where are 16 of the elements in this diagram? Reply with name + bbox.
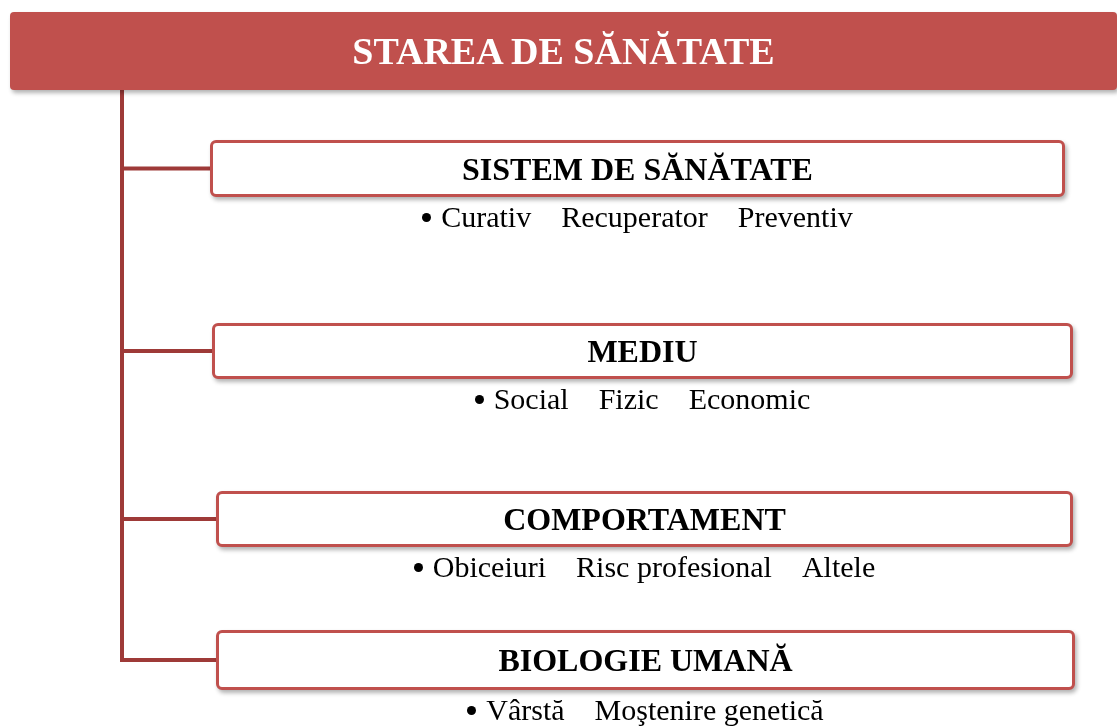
subcategory-label: Social: [493, 382, 569, 416]
subcategory-label: Vârstă: [486, 693, 565, 727]
subcategory-label: Risc profesional: [576, 550, 772, 584]
subcategory-label: Obiceiuri: [432, 550, 547, 584]
subcategory-label: Moştenire genetică: [594, 693, 824, 727]
subcategory-label: Curativ: [441, 200, 532, 234]
category-box: MEDIU: [212, 323, 1073, 379]
subcategory-label: Recuperator: [561, 200, 708, 234]
subcategory-label: Altele: [801, 550, 876, 584]
subcategory-label: Preventiv: [737, 200, 853, 234]
subcategory-label: Economic: [688, 382, 811, 416]
category-box: COMPORTAMENT: [216, 491, 1073, 547]
title-banner: STAREA DE SĂNĂTATE: [10, 12, 1117, 90]
subcategory-label: Fizic: [598, 382, 659, 416]
category-box: BIOLOGIE UMANĂ: [216, 630, 1075, 690]
category-box: SISTEM DE SĂNĂTATE: [210, 140, 1065, 197]
